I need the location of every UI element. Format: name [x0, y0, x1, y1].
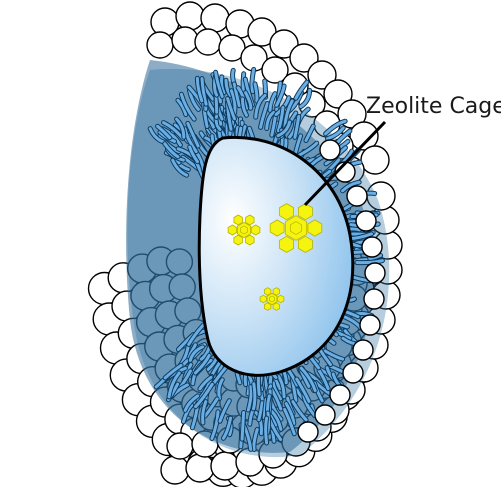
rim-lipid-head — [365, 263, 385, 283]
cage-unit — [278, 295, 284, 302]
cage-unit — [251, 225, 260, 235]
lipid-tail-highlight — [254, 384, 255, 409]
rim-lipid-head — [320, 140, 340, 160]
lipid-head-bead — [161, 456, 189, 484]
rim-lipid-head — [362, 237, 382, 257]
lipid-tail-highlight — [242, 413, 244, 440]
rim-lipid-head — [315, 405, 335, 425]
cage-unit — [246, 235, 255, 245]
cage-unit — [298, 236, 312, 252]
lipid-head-bead — [201, 4, 229, 32]
rim-lipid-head — [298, 422, 318, 442]
cage-core — [267, 293, 277, 304]
cage-core — [237, 222, 250, 237]
rim-lipid-head — [330, 385, 350, 405]
rim-lipid-head — [364, 289, 384, 309]
rim-lipid-head — [356, 211, 376, 231]
cage-unit — [260, 295, 266, 302]
zeolite-cage-label: Zeolite Cage — [366, 94, 501, 119]
cage-unit — [246, 215, 255, 225]
lipid-head-bead — [195, 29, 221, 55]
lipid-tail-highlight — [266, 418, 267, 443]
cage-unit — [270, 220, 284, 236]
rim-lipid-head — [360, 315, 380, 335]
lipid-head-bead — [172, 27, 198, 53]
lipid-head-bead — [167, 433, 193, 459]
lipid-head-bead — [186, 454, 214, 482]
cage-unit — [308, 220, 322, 236]
rim-lipid-head — [353, 340, 373, 360]
cage-unit — [234, 215, 243, 225]
cage-unit — [228, 225, 237, 235]
cage-unit — [234, 235, 243, 245]
cage-unit — [298, 204, 312, 220]
rim-lipid-head — [343, 363, 363, 383]
lipid-head-bead — [147, 32, 173, 58]
lipid-head-bead — [211, 452, 239, 480]
cage-unit — [280, 236, 294, 252]
rim-lipid-head — [347, 186, 367, 206]
cage-unit — [280, 204, 294, 220]
lipid-head-bead — [361, 146, 389, 174]
lipid-head-bead — [176, 2, 204, 30]
